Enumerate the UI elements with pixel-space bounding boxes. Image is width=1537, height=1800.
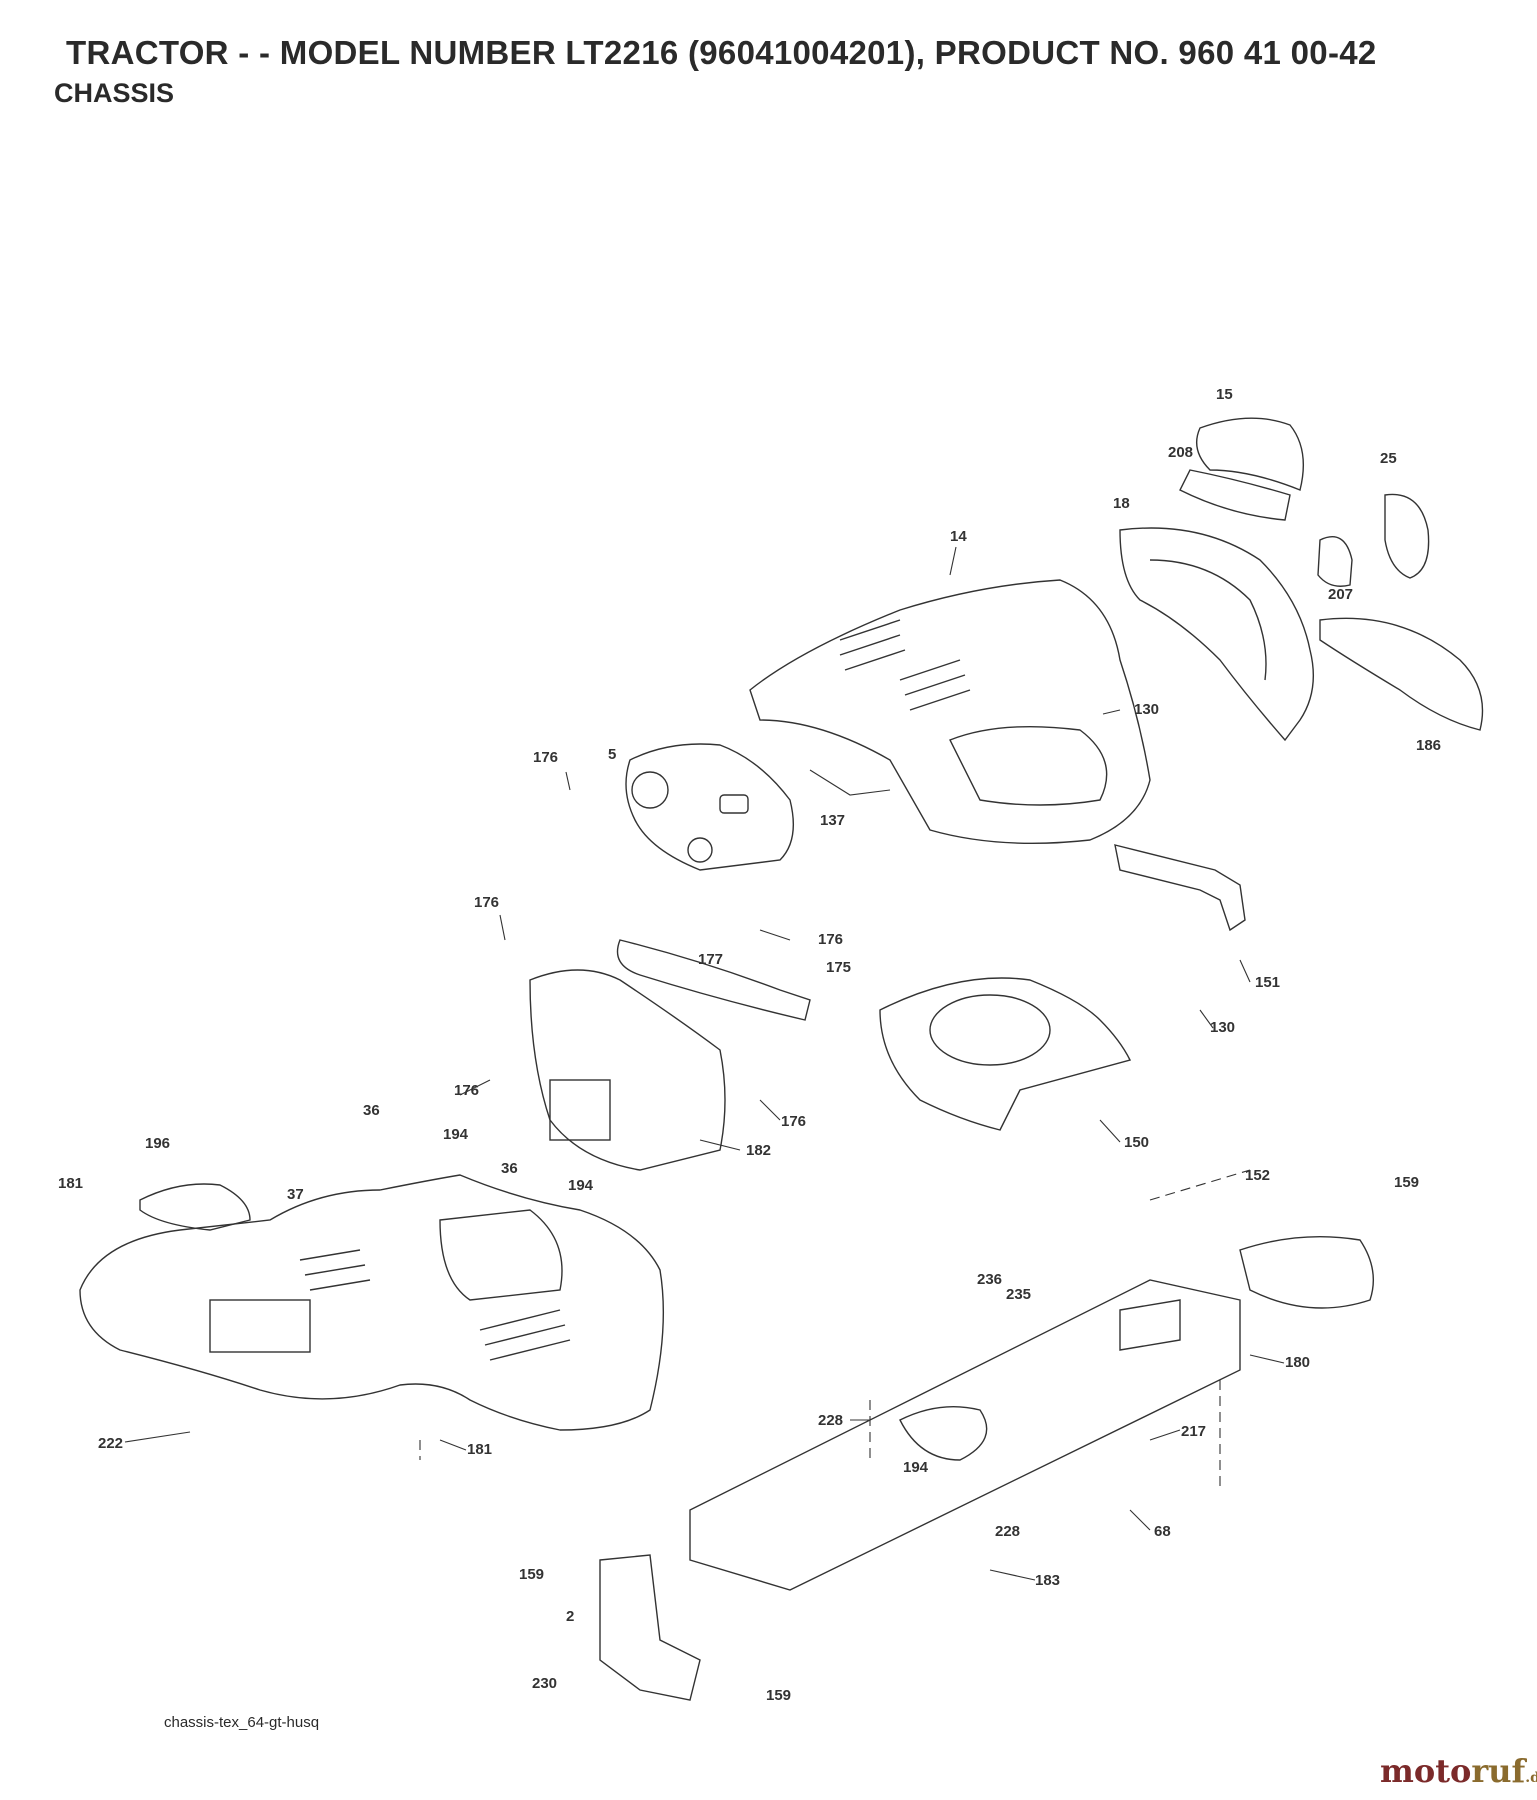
label-180: 180 — [1285, 1354, 1310, 1371]
part-180-frame — [689, 1279, 1241, 1591]
part-14-lower — [949, 725, 1108, 806]
label-230: 230 — [532, 1675, 557, 1692]
dash-line-1 — [1149, 1169, 1251, 1201]
label-159b: 159 — [519, 1566, 544, 1583]
part-5-gauge — [631, 771, 669, 809]
label-176a: 176 — [533, 749, 558, 766]
label-194a: 194 — [443, 1126, 469, 1143]
part-37-seat-cutout — [439, 1209, 563, 1301]
label-228a: 228 — [818, 1412, 843, 1429]
label-130a: 130 — [1134, 701, 1159, 718]
label-194c: 194 — [903, 1459, 929, 1476]
part-5-switch — [719, 794, 749, 814]
label-228b: 228 — [995, 1523, 1020, 1540]
label-5: 5 — [608, 746, 616, 763]
label-37: 37 — [287, 1186, 304, 1203]
label-183: 183 — [1035, 1572, 1060, 1589]
part-175-plate — [616, 939, 811, 1021]
label-25: 25 — [1380, 450, 1397, 467]
label-194b: 194 — [568, 1177, 594, 1194]
part-151-bracket — [1114, 844, 1246, 932]
part-18-inner — [1149, 559, 1267, 681]
label-151: 151 — [1255, 974, 1280, 991]
label-176b: 176 — [474, 894, 499, 911]
label-130b: 130 — [1210, 1019, 1235, 1036]
part-182-lower-dash — [529, 969, 726, 1171]
part-180-holes — [899, 1299, 1181, 1461]
part-14-vents — [839, 619, 971, 711]
label-222: 222 — [98, 1435, 123, 1452]
label-36b: 36 — [501, 1160, 518, 1177]
part-5-knob — [687, 837, 713, 863]
part-15-cap — [1196, 417, 1305, 491]
label-182: 182 — [746, 1142, 771, 1159]
part-208-bracket — [1179, 469, 1291, 521]
label-181b: 181 — [467, 1441, 492, 1458]
label-177: 177 — [698, 951, 723, 968]
label-176c: 176 — [818, 931, 843, 948]
part-37-pedal-cutout — [209, 1299, 311, 1353]
label-186: 186 — [1416, 737, 1441, 754]
part-186-grille — [1319, 617, 1484, 731]
watermark-logo: motoruf.de — [1380, 1752, 1537, 1790]
label-18: 18 — [1113, 495, 1130, 512]
drawing-filename: chassis-tex_64-gt-husq — [164, 1714, 320, 1731]
part-182-opening — [549, 1079, 611, 1141]
part-152-rear-bracket — [1239, 1235, 1375, 1309]
label-217: 217 — [1181, 1423, 1206, 1440]
part-150-pan — [879, 977, 1132, 1131]
part-150-cutout — [929, 994, 1051, 1066]
part-25-lens — [1384, 493, 1430, 579]
label-159c: 159 — [766, 1687, 791, 1704]
page-title: TRACTOR - - MODEL NUMBER LT2216 (9604100… — [66, 34, 1377, 71]
part-196-pad — [139, 1183, 251, 1231]
part-2-front-bracket — [599, 1554, 701, 1701]
label-175: 175 — [826, 959, 851, 976]
part-37-fender — [79, 1174, 665, 1431]
part-18-grille-frame — [1119, 527, 1315, 742]
section-title: CHASSIS — [54, 78, 175, 108]
part-137-clip — [809, 769, 891, 796]
part-5-dash-panel — [625, 743, 795, 871]
label-68: 68 — [1154, 1523, 1171, 1540]
label-207: 207 — [1328, 586, 1353, 603]
label-181a: 181 — [58, 1175, 83, 1192]
part-207-headlight — [1317, 536, 1353, 587]
label-150: 150 — [1124, 1134, 1149, 1151]
label-176d: 176 — [454, 1082, 479, 1099]
leader-lines — [124, 546, 1285, 1581]
label-2: 2 — [566, 1608, 574, 1625]
label-152: 152 — [1245, 1167, 1270, 1184]
label-15: 15 — [1216, 386, 1233, 403]
label-176e: 176 — [781, 1113, 806, 1130]
label-137: 137 — [820, 812, 845, 829]
label-208: 208 — [1168, 444, 1193, 461]
label-236: 236 — [977, 1271, 1002, 1288]
label-36a: 36 — [363, 1102, 380, 1119]
label-159a: 159 — [1394, 1174, 1419, 1191]
label-235: 235 — [1006, 1286, 1031, 1303]
label-14: 14 — [950, 528, 967, 545]
part-37-vents — [299, 1249, 571, 1361]
part-14-hood — [749, 579, 1151, 845]
label-196: 196 — [145, 1135, 170, 1152]
